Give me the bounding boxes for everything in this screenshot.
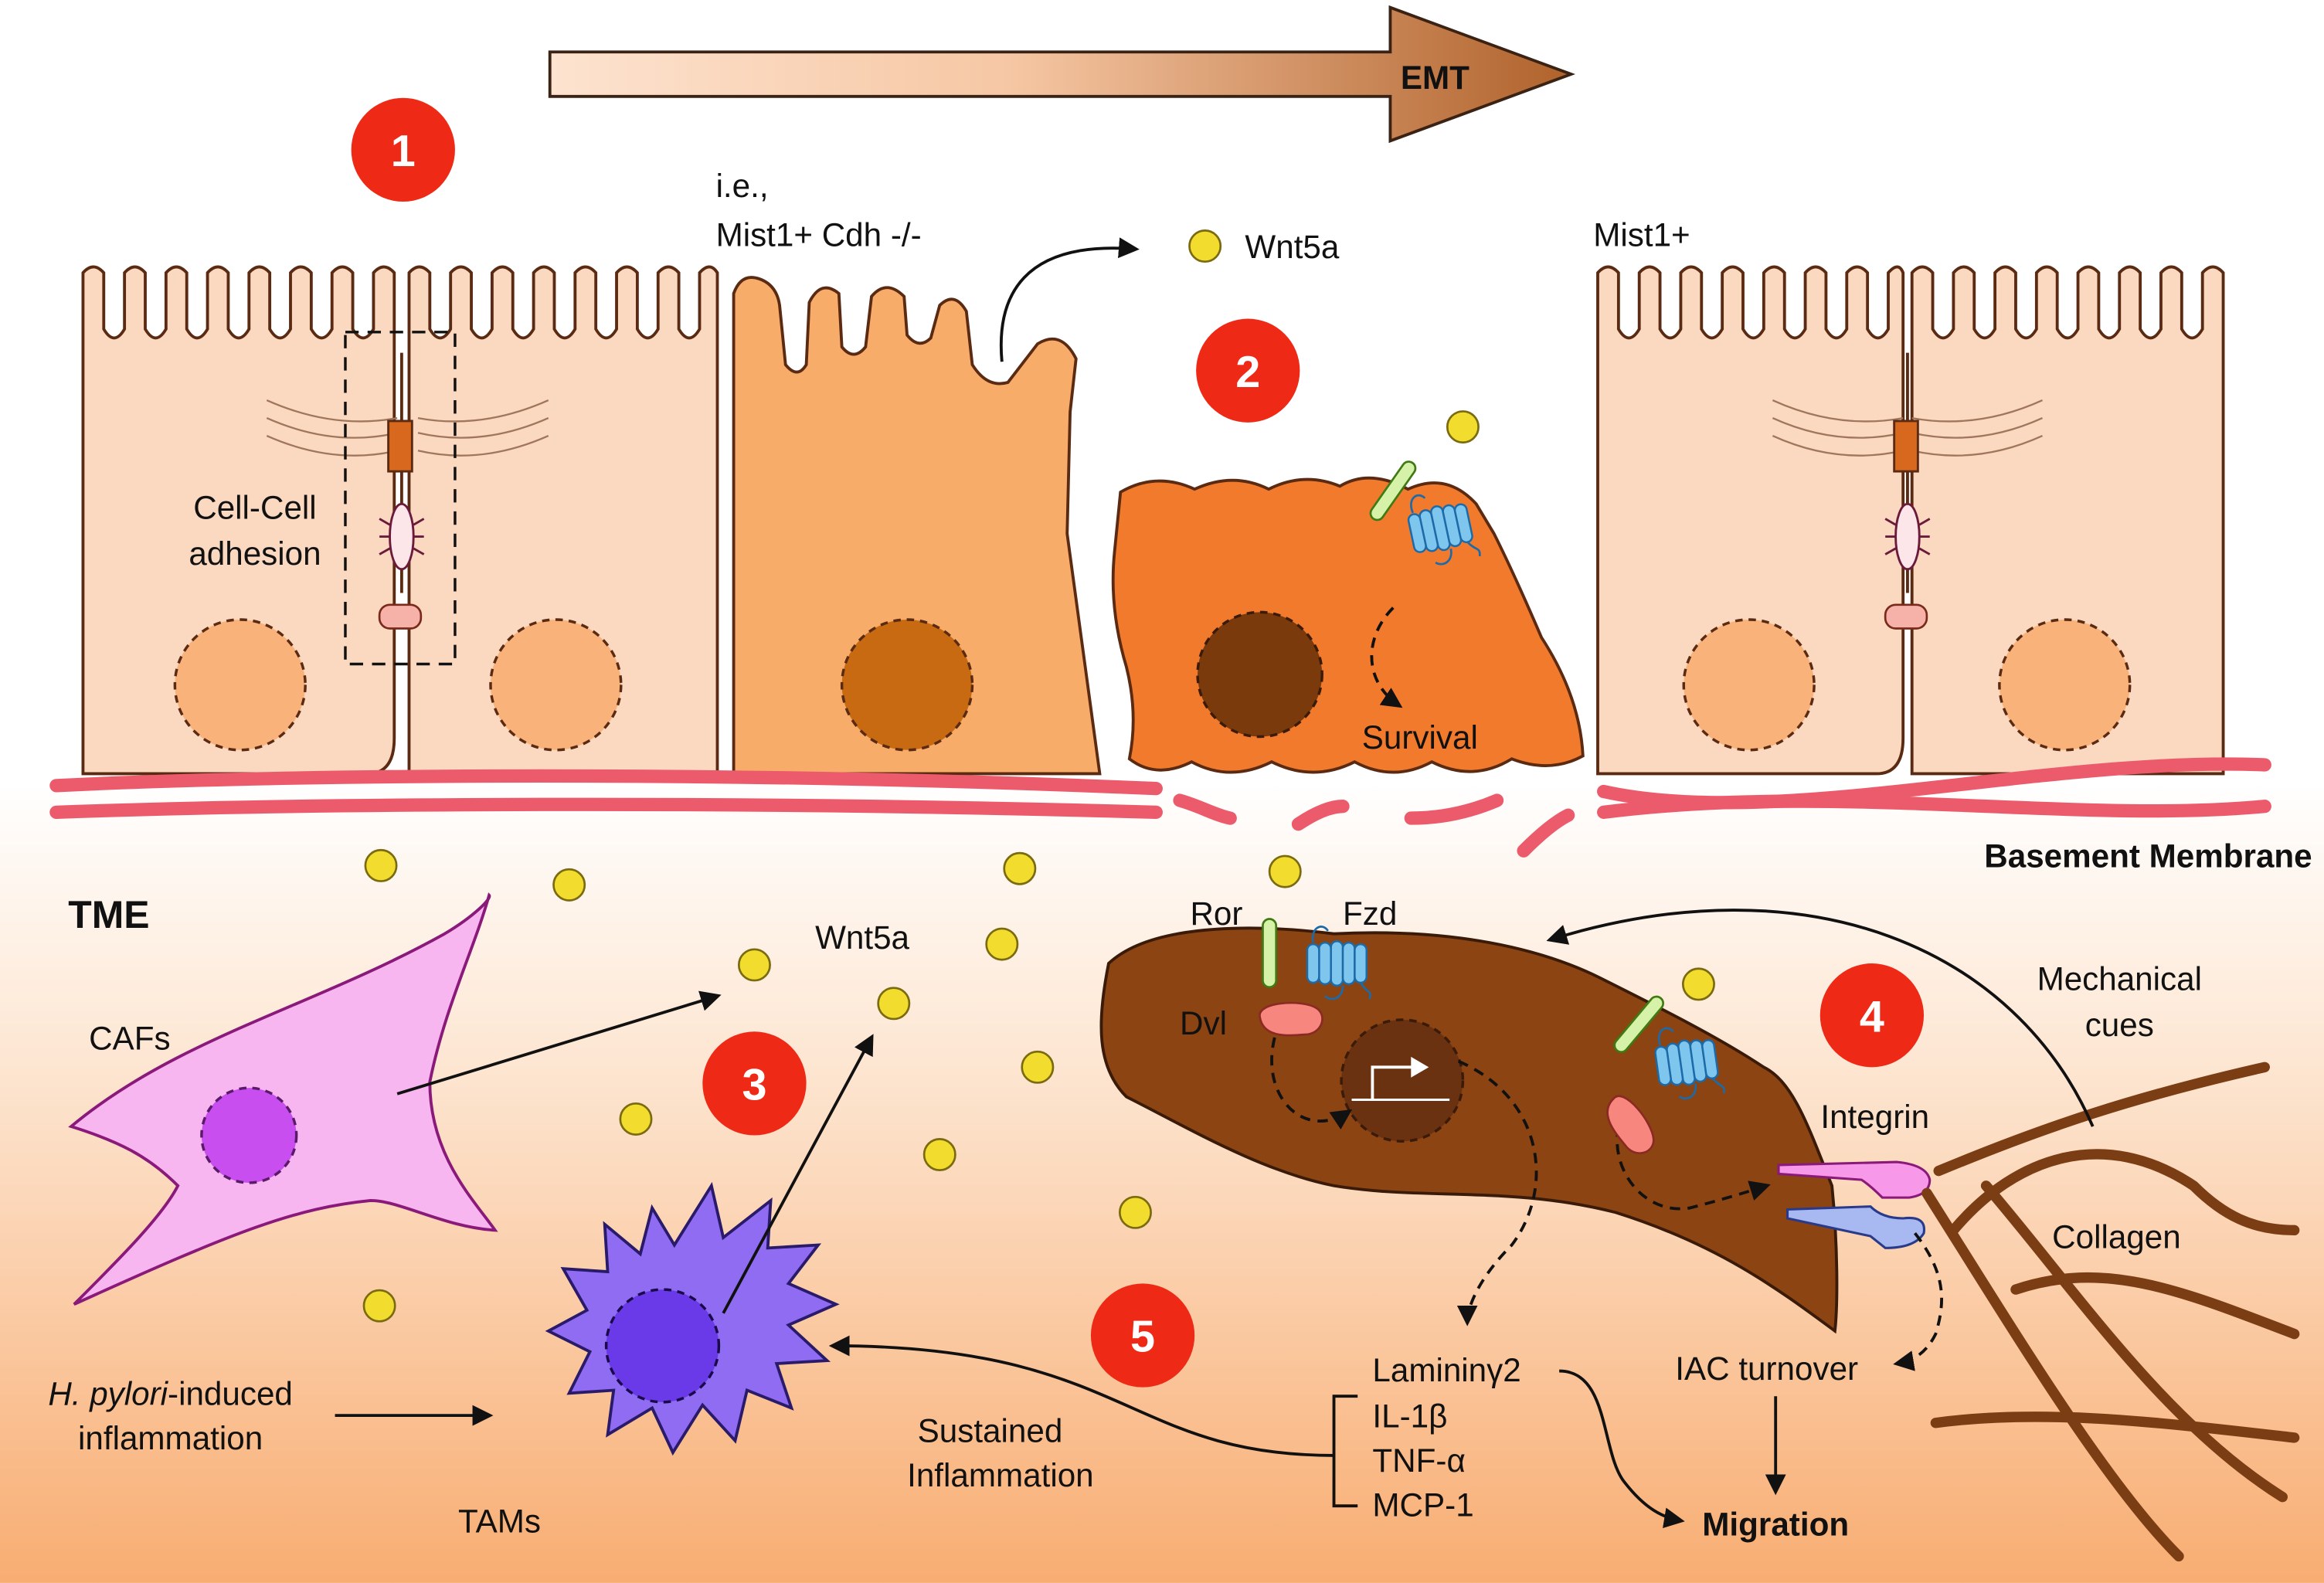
transcription-output-arrow: [1456, 1059, 1538, 1327]
hpylori-rest: -induced: [168, 1376, 293, 1412]
mutant-epithelial-cell: [732, 276, 1102, 776]
sustained-inflammation-arrow: [828, 1335, 1334, 1457]
step-badge-4: 4: [1819, 963, 1925, 1068]
integrin-label: Integrin: [1820, 1099, 1929, 1135]
iac-turnover-label: IAC turnover: [1675, 1350, 1858, 1387]
inflammation-label: inflammation: [78, 1420, 263, 1456]
mechanical-cues-arrow: [1546, 909, 2095, 1127]
epithelial-cell-pair-right: [1596, 265, 2225, 776]
il1b-label: IL-1β: [1372, 1398, 1447, 1434]
wnt5a-tme-label: Wnt5a: [815, 919, 909, 956]
cafs-label: CAFs: [89, 1020, 170, 1056]
wnt-secretion-arrow: [999, 237, 1140, 362]
epithelial-cell-pair-left: [81, 265, 719, 776]
hpylori-label: H. pylori-induced: [48, 1376, 293, 1412]
collagen-label: Collagen: [2052, 1218, 2181, 1255]
survival-label: Survival: [1362, 719, 1478, 756]
wnt5a-top-label: Wnt5a: [1245, 229, 1339, 265]
step-badge-1-number: 1: [391, 127, 416, 176]
step-badge-5-number: 5: [1130, 1313, 1155, 1362]
migration-label: Migration: [1702, 1507, 1849, 1543]
caf-cell: [68, 892, 498, 1306]
laminin-migration-arrow: [1559, 1369, 1685, 1529]
emt-label: EMT: [1401, 59, 1469, 96]
cell-cell-label-line1: Cell-Cell: [193, 490, 316, 526]
collagen-fibers: [1921, 1062, 2300, 1562]
mist-cdh-label: Mist1+ Cdh -/-: [716, 217, 922, 253]
dvl-protein-icon: [1259, 1001, 1323, 1037]
step-badge-1: 1: [351, 97, 455, 202]
step-badge-3-number: 3: [742, 1061, 766, 1110]
fzd-label: Fzd: [1343, 895, 1397, 932]
tams-label: TAMs: [458, 1503, 541, 1540]
ie-label: i.e.,: [716, 168, 769, 204]
tam-secretion-arrow: [722, 1034, 874, 1314]
emt-arrow-icon: [548, 5, 1576, 144]
mechanical-cues-label-line2: cues: [2085, 1007, 2154, 1043]
step-badge-4-number: 4: [1860, 992, 1884, 1041]
adhesion-highlight-box: [344, 331, 457, 666]
ror-label: Ror: [1190, 895, 1242, 932]
laminin-label: Lamininγ2: [1372, 1352, 1520, 1388]
basement-membrane: [49, 757, 2271, 858]
tme-label: TME: [68, 893, 149, 936]
tam-cell: [545, 1181, 840, 1456]
step-badge-3: 3: [702, 1031, 807, 1136]
step-badge-2: 2: [1196, 318, 1300, 423]
tnfa-label: TNF-α: [1372, 1442, 1465, 1479]
mechanical-cues-label-line1: Mechanical: [2037, 961, 2202, 997]
caf-secretion-arrow: [396, 990, 722, 1096]
dvl-label: Dvl: [1180, 1005, 1227, 1041]
sustained-label-line1: Sustained: [918, 1413, 1063, 1449]
step-badge-2-number: 2: [1235, 348, 1260, 397]
mcp1-label: MCP-1: [1372, 1487, 1473, 1524]
wnt5a-ligand-icon: [1446, 410, 1480, 444]
sustained-label-line2: Inflammation: [907, 1457, 1094, 1493]
cytokine-bracket: [1332, 1394, 1358, 1508]
mist1-label: Mist1+: [1593, 217, 1690, 253]
wnt5a-ligand-icon: [1188, 229, 1222, 263]
cell-cell-label-line2: adhesion: [189, 535, 321, 572]
hpylori-italic: H. pylori: [48, 1376, 168, 1412]
step-badge-5: 5: [1090, 1283, 1195, 1388]
mesenchymal-cell: [1111, 476, 1585, 774]
basement-membrane-label: Basement Membrane: [1984, 837, 2312, 874]
ror-receptor-icon: [1262, 918, 1278, 989]
